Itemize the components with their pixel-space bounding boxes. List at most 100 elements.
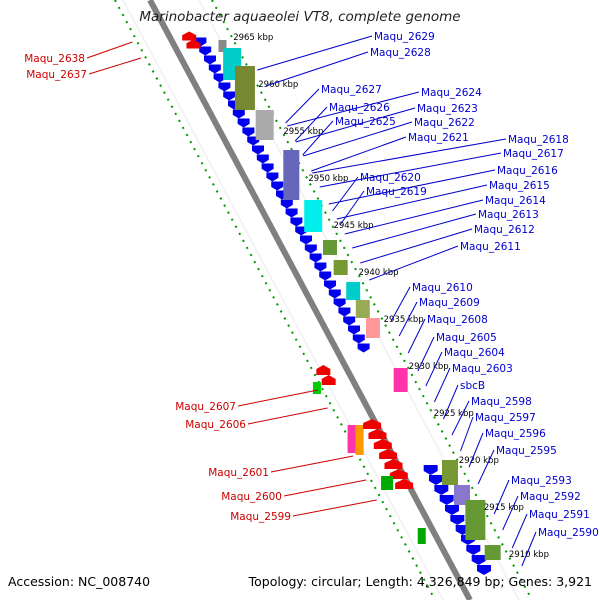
- forward-gene-label: sbcB: [460, 380, 485, 392]
- kbp-tick-label: 2940 kbp: [359, 268, 399, 278]
- tick-guide-left: [114, 0, 436, 600]
- forward-gene-label: Maqu_2627: [321, 84, 382, 96]
- reverse-gene-arrow: [363, 419, 382, 429]
- forward-leader-line: [328, 169, 496, 205]
- forward-gene-arrow: [343, 316, 356, 326]
- forward-gene-arrow: [237, 118, 250, 128]
- forward-gene-arrow: [314, 262, 327, 272]
- forward-gene-arrow: [261, 163, 274, 173]
- forward-gene-label: Maqu_2603: [452, 363, 513, 375]
- reverse-gene-arrow: [379, 449, 398, 459]
- reverse-leader-line: [247, 407, 328, 425]
- forward-leader-line: [493, 479, 510, 515]
- forward-gene-arrow: [271, 181, 284, 191]
- forward-gene-label: Maqu_2621: [408, 132, 469, 144]
- feature-box: [333, 260, 348, 275]
- forward-gene-arrow: [471, 555, 486, 565]
- kbp-tick-label: 2945 kbp: [333, 221, 373, 231]
- forward-leader-line: [417, 336, 435, 372]
- forward-gene-label: Maqu_2610: [412, 282, 473, 294]
- forward-gene-arrow: [423, 465, 438, 475]
- forward-leader-line: [311, 136, 407, 172]
- track-band-inner: [124, 0, 518, 600]
- forward-gene-label: Maqu_2623: [417, 103, 478, 115]
- kbp-tick-label: 2960 kbp: [258, 80, 298, 90]
- reverse-gene-label: Maqu_2601: [208, 467, 269, 479]
- forward-leader-line: [287, 91, 420, 127]
- reverse-gene-arrow: [389, 469, 408, 479]
- forward-leader-line: [460, 416, 474, 452]
- forward-leader-line: [295, 107, 416, 143]
- forward-leader-line: [511, 513, 528, 549]
- reverse-gene-arrow: [384, 459, 403, 469]
- forward-gene-label: Maqu_2595: [496, 445, 557, 457]
- forward-leader-line: [451, 400, 470, 436]
- feature-box: [347, 425, 356, 453]
- feature-box: [304, 200, 323, 232]
- reverse-gene-label: Maqu_2599: [230, 511, 291, 523]
- forward-gene-arrow: [357, 343, 370, 353]
- feature-box: [365, 318, 380, 338]
- feature-box: [283, 150, 300, 200]
- forward-gene-label: Maqu_2616: [497, 165, 558, 177]
- feature-box: [218, 40, 227, 52]
- forward-gene-arrow: [348, 325, 360, 335]
- feature-box: [355, 425, 364, 455]
- forward-leader-line: [285, 88, 320, 124]
- feature-box: [255, 110, 274, 140]
- forward-leader-line: [433, 367, 451, 403]
- forward-leader-line: [369, 245, 459, 281]
- reverse-gene-label: Maqu_2600: [221, 491, 282, 503]
- forward-leader-line: [312, 138, 507, 174]
- forward-leader-line: [477, 449, 495, 485]
- forward-gene-arrow: [477, 565, 491, 575]
- forward-gene-label: Maqu_2624: [421, 87, 482, 99]
- forward-gene-label: Maqu_2613: [478, 209, 539, 221]
- accession-label: Accession: NC_008740: [8, 574, 151, 589]
- forward-gene-arrow: [300, 235, 312, 245]
- forward-gene-arrow: [439, 495, 454, 505]
- forward-gene-arrow: [266, 172, 279, 182]
- forward-gene-label: Maqu_2604: [444, 347, 505, 359]
- reverse-gene-label: Maqu_2637: [26, 69, 87, 81]
- forward-leader-line: [352, 213, 477, 249]
- reverse-gene-label: Maqu_2606: [185, 419, 246, 431]
- reverse-gene-arrow: [182, 31, 197, 41]
- forward-gene-arrow: [319, 271, 332, 281]
- forward-gene-label: Maqu_2620: [360, 172, 421, 184]
- forward-gene-label: Maqu_2596: [485, 428, 546, 440]
- reverse-leader-line: [237, 389, 319, 407]
- forward-leader-line: [344, 199, 484, 235]
- forward-gene-label: Maqu_2592: [520, 491, 581, 503]
- reverse-gene-arrow: [368, 429, 387, 439]
- kbp-tick-label: 2925 kbp: [434, 409, 474, 419]
- forward-gene-arrow: [338, 307, 351, 317]
- feature-box: [323, 240, 337, 255]
- reverse-gene-label: Maqu_2638: [24, 53, 85, 65]
- forward-leader-line: [336, 184, 488, 220]
- forward-gene-arrow: [204, 55, 216, 65]
- feature-box: [417, 528, 426, 544]
- forward-gene-label: Maqu_2590: [538, 527, 599, 539]
- forward-leader-line: [339, 190, 365, 226]
- map-title: Marinobacter aquaeolei VT8, complete gen…: [139, 9, 460, 25]
- forward-gene-arrow: [199, 46, 212, 56]
- forward-leader-line: [443, 384, 459, 420]
- kbp-tick-label: 2930 kbp: [409, 362, 449, 372]
- forward-leader-line: [425, 351, 443, 387]
- forward-gene-label: Maqu_2618: [508, 134, 569, 146]
- kbp-tick-label: 2965 kbp: [233, 33, 273, 43]
- reverse-leader-line: [86, 41, 133, 59]
- forward-gene-arrow: [223, 91, 236, 101]
- forward-gene-label: Maqu_2608: [427, 314, 488, 326]
- reverse-gene-arrow: [321, 375, 336, 385]
- forward-gene-label: Maqu_2628: [370, 47, 431, 59]
- forward-gene-label: Maqu_2614: [485, 195, 546, 207]
- reverse-gene-arrow: [186, 39, 201, 49]
- reverse-gene-arrow: [395, 479, 414, 489]
- kbp-tick-label: 2935 kbp: [384, 315, 424, 325]
- reverse-gene-arrow: [373, 439, 392, 449]
- forward-gene-arrow: [285, 208, 298, 218]
- forward-leader-line: [521, 531, 537, 567]
